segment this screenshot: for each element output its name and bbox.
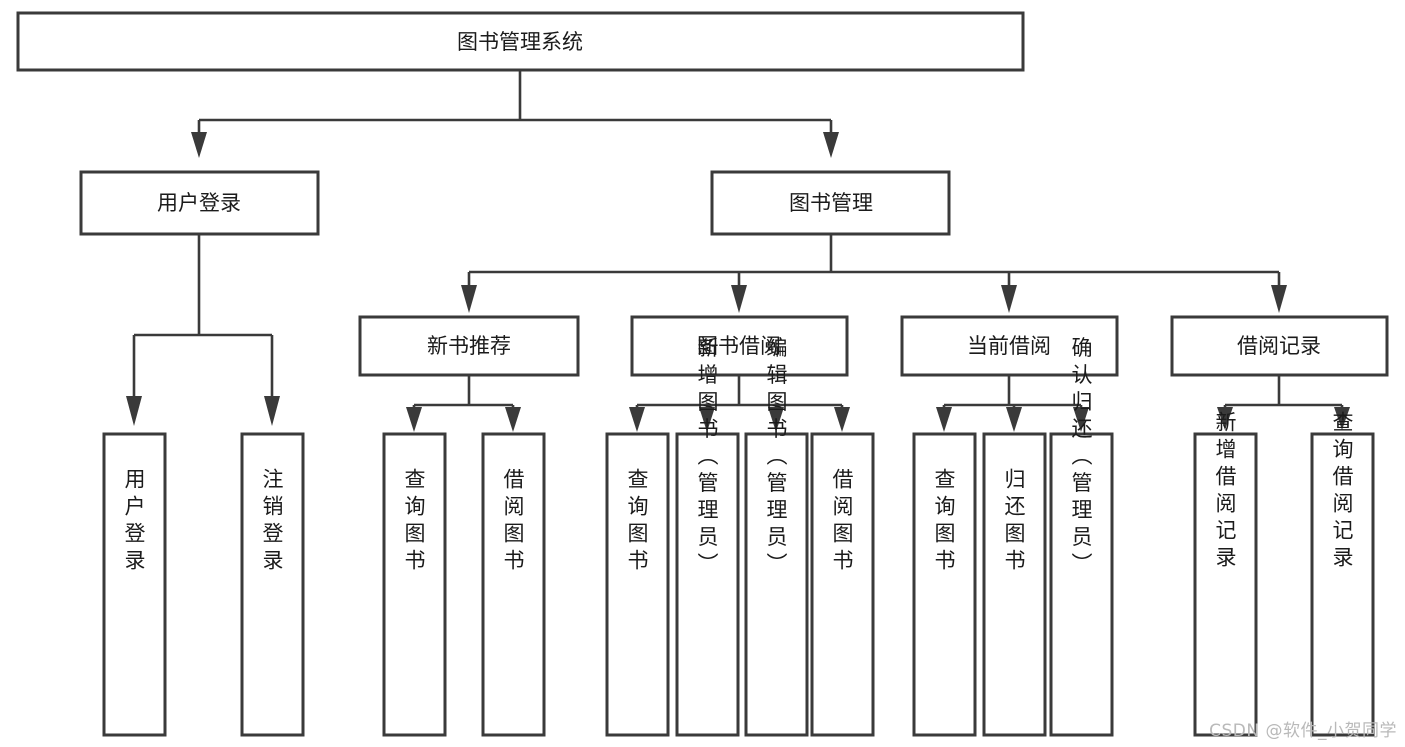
node-leaf-add-record[interactable]: 新增借阅记录 bbox=[1193, 411, 1258, 737]
node-current-borrow-box bbox=[900, 315, 1119, 377]
node-leaf-query-book-2[interactable]: 查询图书 bbox=[605, 432, 670, 737]
node-user-login-box bbox=[79, 170, 320, 236]
node-leaf-query-book-1-box bbox=[382, 432, 447, 737]
arrow-head-leaf-borrow-book-2 bbox=[834, 407, 850, 432]
node-root-label: 图书管理系统 bbox=[457, 30, 583, 54]
edge-group-user-login bbox=[126, 235, 280, 426]
node-leaf-user-login-box bbox=[102, 432, 167, 737]
node-leaf-add-record-label: 新增借阅记录 bbox=[1213, 411, 1237, 573]
arrow-head-leaf-user-login bbox=[126, 396, 142, 426]
node-leaf-edit-book-box bbox=[744, 432, 809, 737]
node-leaf-edit-book[interactable]: 编辑图书（管理员） bbox=[744, 337, 809, 737]
node-leaf-user-login-label: 用户登录 bbox=[122, 468, 146, 576]
node-leaf-logout-label: 注销登录 bbox=[260, 468, 284, 576]
node-leaf-borrow-book-1-label: 借阅图书 bbox=[501, 468, 525, 576]
edge-group-borrow-record bbox=[1217, 375, 1350, 430]
arrow-head-leaf-confirm-return bbox=[1073, 407, 1089, 432]
arrow-head-leaf-add-book bbox=[699, 407, 715, 432]
node-leaf-query-book-3[interactable]: 查询图书 bbox=[912, 432, 977, 737]
node-leaf-query-book-2-box bbox=[605, 432, 670, 737]
node-new-book-rec-box bbox=[358, 315, 580, 377]
arrow-head-leaf-return-book bbox=[1006, 407, 1022, 432]
node-leaf-query-book-3-label: 查询图书 bbox=[932, 468, 956, 576]
arrow-head-new-book-rec bbox=[461, 285, 477, 313]
arrow-head-leaf-add-record bbox=[1217, 407, 1233, 430]
node-leaf-confirm-return[interactable]: 确认归还（管理员） bbox=[1049, 337, 1114, 737]
node-root[interactable]: 图书管理系统 bbox=[16, 11, 1025, 72]
node-leaf-logout-box bbox=[240, 432, 305, 737]
arrow-head-borrow-record bbox=[1271, 285, 1287, 313]
node-leaf-logout[interactable]: 注销登录 bbox=[240, 432, 305, 737]
arrow-head-book-mgmt bbox=[823, 132, 839, 158]
node-leaf-query-book-1-label: 查询图书 bbox=[402, 468, 426, 576]
node-leaf-borrow-book-2-box bbox=[810, 432, 875, 737]
arrow-head-user-login bbox=[191, 132, 207, 158]
node-leaf-borrow-book-1-box bbox=[481, 432, 546, 737]
node-user-login-label: 用户登录 bbox=[157, 191, 241, 215]
node-leaf-borrow-book-1[interactable]: 借阅图书 bbox=[481, 432, 546, 737]
arrow-head-leaf-logout bbox=[264, 396, 280, 426]
node-user-login[interactable]: 用户登录 bbox=[79, 170, 320, 236]
node-leaf-edit-book-label: 编辑图书（管理员） bbox=[764, 337, 788, 580]
arrow-head-current-borrow bbox=[1001, 285, 1017, 313]
node-book-borrow-box bbox=[630, 315, 849, 377]
node-leaf-query-record-box bbox=[1310, 432, 1375, 737]
node-new-book-rec-label: 新书推荐 bbox=[427, 334, 511, 358]
node-leaf-return-book-label: 归还图书 bbox=[1002, 468, 1026, 576]
node-leaf-add-book-box bbox=[675, 432, 740, 737]
node-leaf-add-record-box bbox=[1193, 432, 1258, 737]
edge-group-book-borrow bbox=[629, 375, 850, 432]
node-leaf-query-record[interactable]: 查询借阅记录 bbox=[1310, 411, 1375, 737]
node-leaf-add-book[interactable]: 新增图书（管理员） bbox=[675, 337, 740, 737]
node-borrow-record-label: 借阅记录 bbox=[1237, 334, 1321, 358]
edge-group-new-book-rec bbox=[406, 375, 521, 432]
node-leaf-return-book[interactable]: 归还图书 bbox=[982, 432, 1047, 737]
csdn-watermark: CSDN @软件_小贺同学 bbox=[1209, 721, 1397, 741]
node-leaf-query-book-3-box bbox=[912, 432, 977, 737]
arrow-head-leaf-edit-book bbox=[768, 407, 784, 432]
node-book-mgmt[interactable]: 图书管理 bbox=[710, 170, 951, 236]
node-book-mgmt-label: 图书管理 bbox=[789, 191, 873, 215]
node-leaf-user-login[interactable]: 用户登录 bbox=[102, 432, 167, 737]
node-leaf-return-book-box bbox=[982, 432, 1047, 737]
node-leaf-add-book-label: 新增图书（管理员） bbox=[695, 337, 719, 580]
node-leaf-borrow-book-2-label: 借阅图书 bbox=[830, 468, 854, 576]
node-root-box bbox=[16, 11, 1025, 72]
node-leaf-borrow-book-2[interactable]: 借阅图书 bbox=[810, 432, 875, 737]
arrow-head-leaf-query-book-2 bbox=[629, 407, 645, 432]
node-current-borrow-label: 当前借阅 bbox=[967, 334, 1051, 358]
edge-group-book-mgmt bbox=[461, 234, 1287, 313]
arrow-head-leaf-query-book-1 bbox=[406, 407, 422, 432]
arrow-head-book-borrow bbox=[731, 285, 747, 313]
node-book-borrow-label: 图书借阅 bbox=[697, 334, 781, 358]
edge-group-current-borrow bbox=[936, 375, 1089, 432]
node-new-book-rec[interactable]: 新书推荐 bbox=[358, 315, 580, 377]
node-leaf-confirm-return-label: 确认归还（管理员） bbox=[1069, 337, 1093, 580]
node-book-borrow[interactable]: 图书借阅 bbox=[630, 315, 849, 377]
arrow-head-leaf-query-record bbox=[1334, 407, 1350, 430]
edge-group-root bbox=[191, 70, 839, 158]
node-borrow-record-box bbox=[1170, 315, 1389, 377]
node-leaf-query-book-2-label: 查询图书 bbox=[625, 468, 649, 576]
node-leaf-confirm-return-box bbox=[1049, 432, 1114, 737]
node-current-borrow[interactable]: 当前借阅 bbox=[900, 315, 1119, 377]
node-borrow-record[interactable]: 借阅记录 bbox=[1170, 315, 1389, 377]
arrow-head-leaf-query-book-3 bbox=[936, 407, 952, 432]
node-leaf-query-book-1[interactable]: 查询图书 bbox=[382, 432, 447, 737]
node-leaf-query-record-label: 查询借阅记录 bbox=[1330, 411, 1354, 573]
arrow-head-leaf-borrow-book-1 bbox=[505, 407, 521, 432]
node-book-mgmt-box bbox=[710, 170, 951, 236]
